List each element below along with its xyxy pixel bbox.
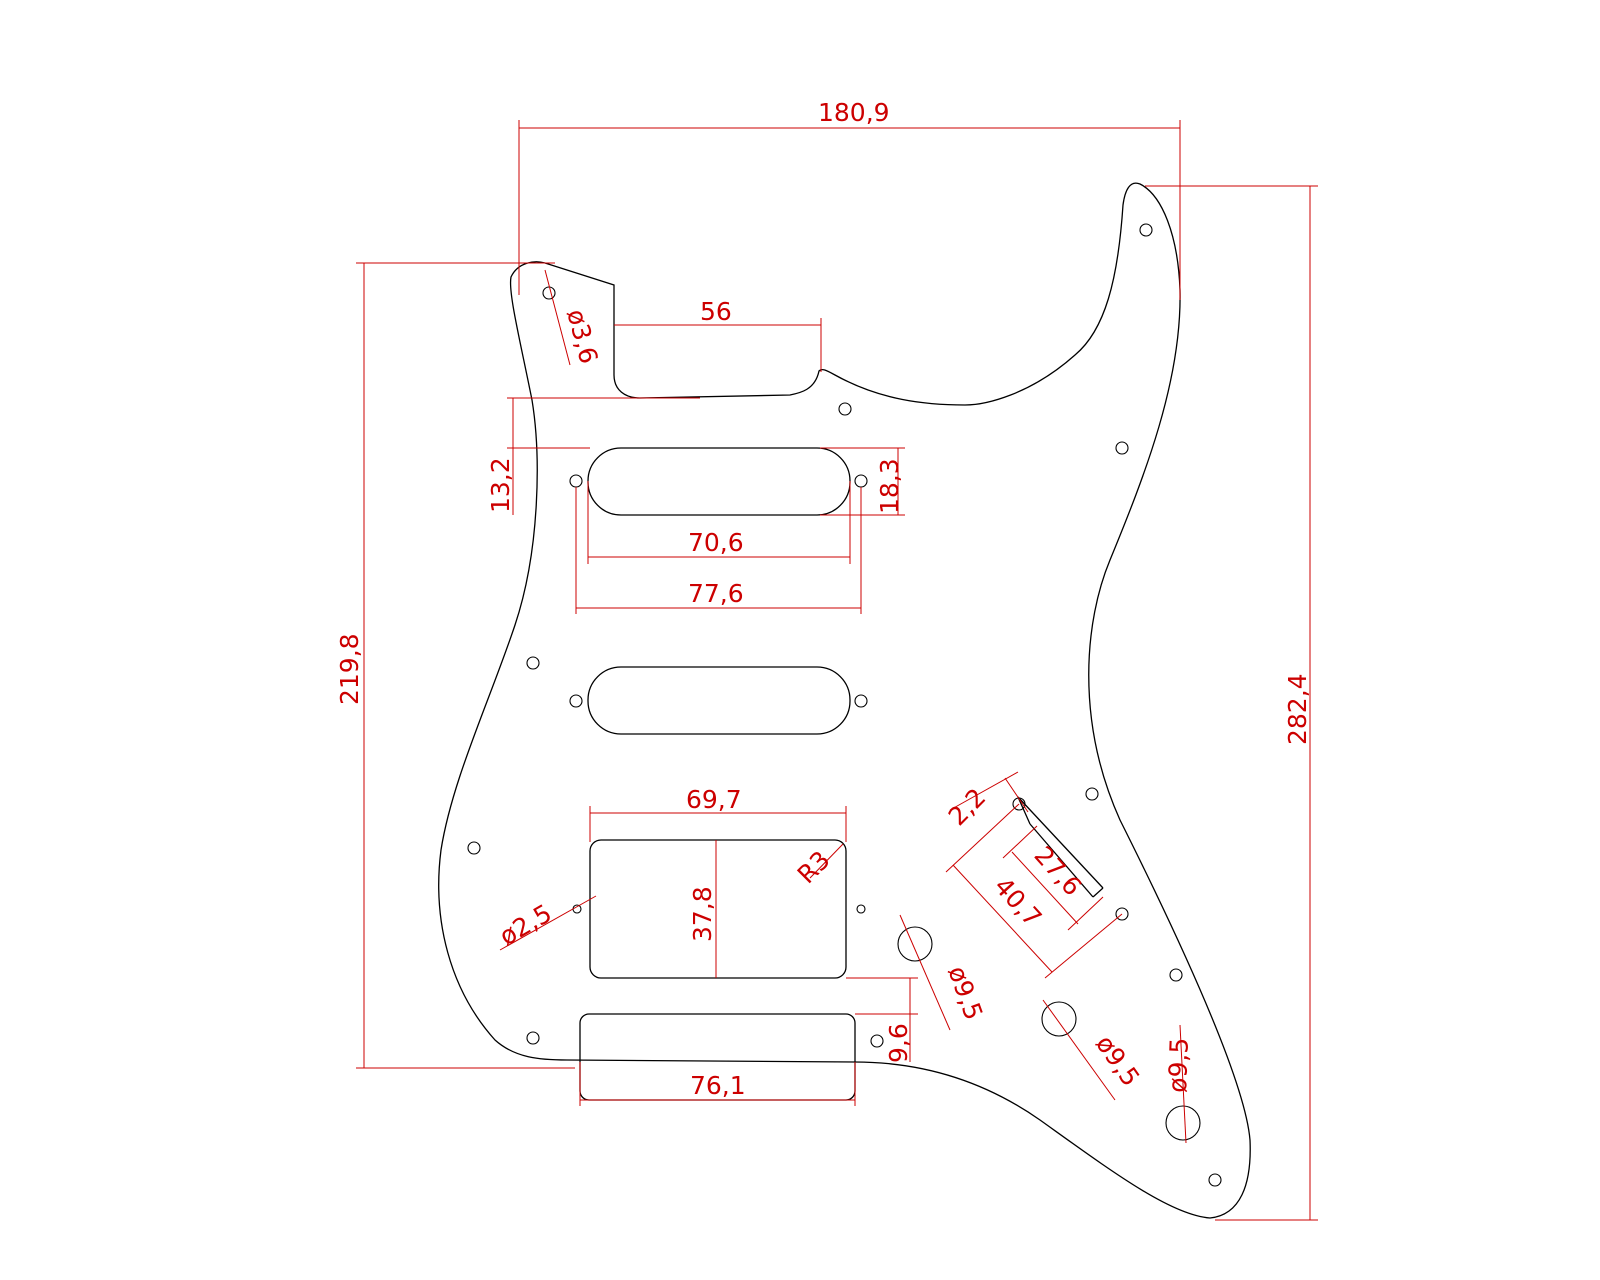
dim-humbucker-height: 37,8 <box>688 840 717 978</box>
dim-text: ø9,5 <box>1163 1037 1194 1093</box>
dim-text: 18,3 <box>875 458 904 514</box>
dim-humbucker-width: 69,7 <box>589 785 847 842</box>
dim-pickup-offset: 13,2 <box>486 397 700 515</box>
dim-text: 56 <box>700 297 732 326</box>
dim-text: 180,9 <box>818 98 890 127</box>
pickup-screw-hole <box>854 474 868 488</box>
screw-hole <box>838 402 852 416</box>
dim-text: 219,8 <box>335 633 364 705</box>
humbucker-route <box>589 839 847 979</box>
dim-pot-3: ø9,5 <box>1163 1024 1194 1144</box>
dim-single-coil-height: 18,3 <box>820 447 905 516</box>
screw-hole <box>1208 1173 1222 1187</box>
dim-text: ø9,5 <box>942 962 988 1024</box>
dim-single-coil-length: 70,6 <box>587 481 851 564</box>
dim-switch-width: 2,2 <box>943 771 1029 832</box>
screw-hole <box>1085 787 1099 801</box>
screw-hole <box>467 841 481 855</box>
dim-text: ø3,6 <box>561 306 603 367</box>
dim-pot-1: ø9,5 <box>899 914 988 1031</box>
dim-text: 69,7 <box>686 785 742 814</box>
dim-overall-height: 282,4 <box>1145 185 1318 1221</box>
dim-text: R3 <box>792 845 836 889</box>
pickup-screw-hole <box>856 904 866 914</box>
dim-text: 76,1 <box>690 1071 746 1100</box>
pot-hole <box>1041 1001 1077 1037</box>
dim-left-height: 219,8 <box>335 262 575 1069</box>
dim-text: 37,8 <box>688 886 717 942</box>
screw-hole <box>542 286 556 300</box>
dim-screw-spacing: 77,6 <box>575 487 862 614</box>
dim-text: 27,6 <box>1029 841 1088 902</box>
dim-text: 282,4 <box>1283 673 1312 745</box>
screw-hole <box>1139 223 1153 237</box>
dim-switch-screw-spacing: 40,7 <box>945 803 1123 979</box>
middle-pickup-route <box>587 666 851 735</box>
switch-screw-hole <box>1115 907 1129 921</box>
screw-hole <box>1115 441 1129 455</box>
pickup-screw-hole <box>569 474 583 488</box>
screw-hole <box>1169 968 1183 982</box>
dim-text: 9,6 <box>884 1023 913 1063</box>
screw-holes <box>467 223 1222 1187</box>
neck-pickup-route <box>587 447 851 516</box>
dim-text: ø9,5 <box>1090 1030 1145 1092</box>
dim-humbucker-screw: ø2,5 <box>495 895 597 952</box>
dim-text: 77,6 <box>688 579 744 608</box>
pickup-screw-hole <box>854 694 868 708</box>
dim-text: ø2,5 <box>495 899 557 952</box>
switch-slot <box>1017 796 1104 898</box>
dim-text: 13,2 <box>486 457 515 513</box>
pickup-screw-hole <box>569 694 583 708</box>
dim-overall-width: 180,9 <box>518 98 1181 300</box>
screw-hole <box>526 656 540 670</box>
screw-hole <box>526 1031 540 1045</box>
dim-text: 2,2 <box>943 783 992 832</box>
dim-neck-pocket: 56 <box>614 297 822 372</box>
dim-text: 70,6 <box>688 528 744 557</box>
pot-hole <box>1165 1105 1201 1141</box>
dim-corner-radius: R3 <box>792 843 844 889</box>
pot-hole <box>897 926 933 962</box>
dim-pot-2: ø9,5 <box>1042 999 1145 1101</box>
dim-mount-hole: ø3,6 <box>544 269 603 367</box>
dim-bottom-pickup-length: 76,1 <box>579 1062 856 1106</box>
pickguard-outline <box>438 182 1251 1219</box>
screw-hole <box>870 1034 884 1048</box>
dim-bottom-gap: 9,6 <box>846 977 918 1063</box>
